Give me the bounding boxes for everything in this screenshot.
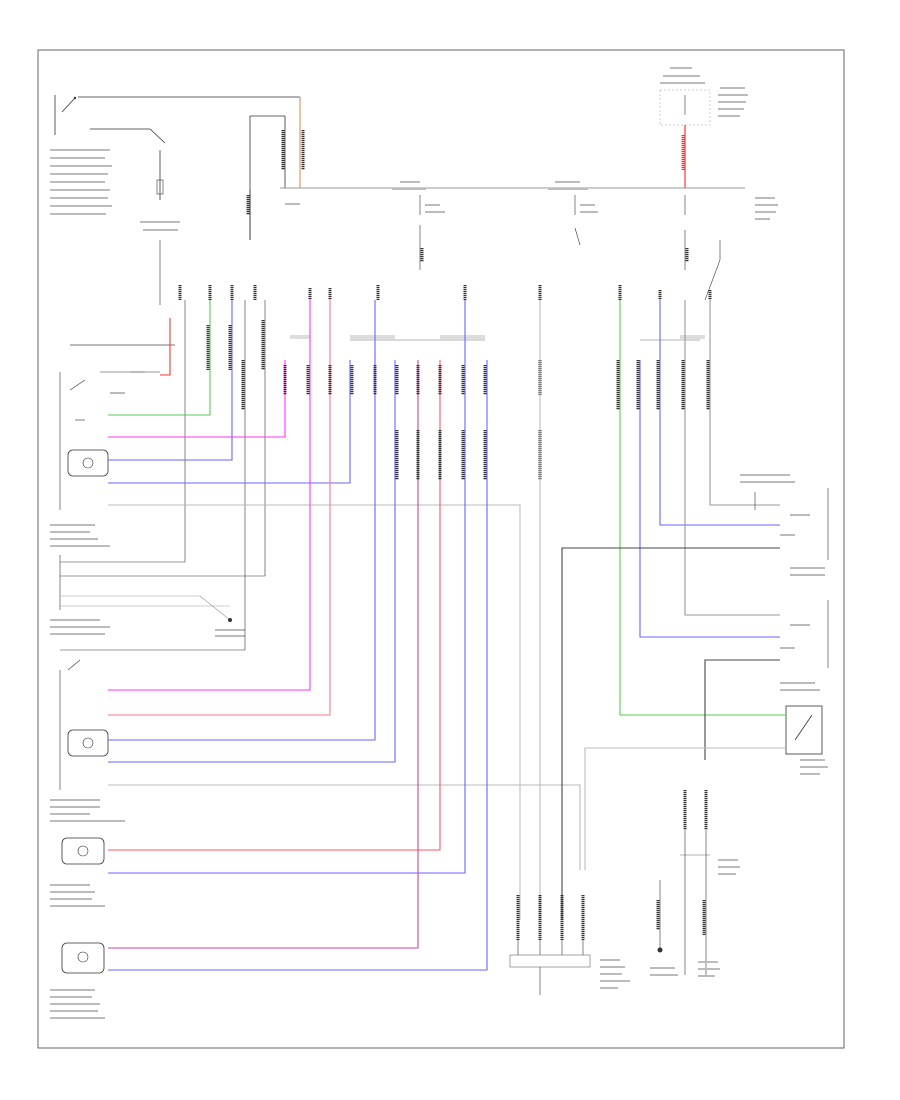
- bus-switches: [419, 195, 721, 301]
- bottom-right-grounds: [650, 790, 740, 977]
- wire-pink-2: [108, 300, 311, 691]
- center-pin-cluster: [283, 360, 542, 480]
- bottom-center-ground: [509, 895, 630, 995]
- wire-red-left: [160, 318, 171, 376]
- wire-gray-right-3: [584, 747, 785, 870]
- wire-dark-right-2: [704, 659, 780, 760]
- wire-blue-6: [108, 360, 488, 971]
- wire-green-left: [108, 300, 211, 416]
- connector-row-top: [178, 285, 712, 300]
- top-left-switch: [54, 95, 301, 200]
- wire-dark-right: [561, 547, 780, 920]
- module-header: [70, 240, 705, 346]
- wire-green-right: [619, 300, 785, 716]
- right-middle-switch: [780, 600, 829, 691]
- left-text-block: [50, 149, 180, 231]
- wire-blue-4: [108, 360, 396, 763]
- wire-pink-3: [108, 300, 331, 716]
- wire-gray-right: [684, 300, 780, 616]
- wire-gray-right-2: [709, 300, 780, 506]
- top-bus: [246, 115, 745, 240]
- wire-blue-5: [108, 300, 466, 874]
- top-bus-labels: [285, 181, 778, 220]
- left-mirror-upper: [59, 371, 160, 510]
- right-upper-switch: [740, 474, 829, 576]
- right-lower-switch: [785, 705, 828, 775]
- wire-gray-2: [108, 784, 581, 870]
- diagram-border: [37, 49, 845, 1049]
- wire-blue-right-1: [659, 300, 780, 526]
- wire-pink-4: [108, 360, 419, 949]
- top-right-fuse: [659, 67, 748, 188]
- wire-blue-1: [108, 300, 233, 461]
- left-middle-block: [50, 300, 266, 651]
- wire-red-lower: [108, 360, 441, 851]
- left-lower-devices: [50, 799, 125, 1019]
- wire-blue-right-2: [639, 360, 780, 638]
- wire-blue-2: [108, 360, 351, 484]
- left-mirror-middle: [50, 619, 110, 790]
- wire-gray-1: [108, 504, 521, 920]
- wire-blue-3: [108, 300, 376, 741]
